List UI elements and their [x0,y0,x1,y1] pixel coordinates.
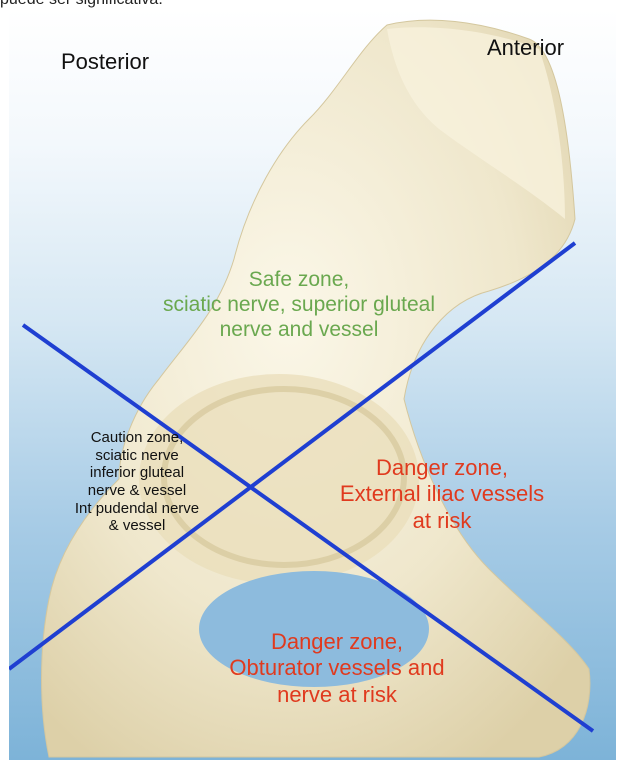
caution-zone-line-1: Caution zone, [13,429,261,447]
page-caption-fragment: puede ser significativa. [0,0,163,9]
danger-ext-line-2: External iliac vessels [301,481,583,507]
safe-zone-line-2: sciatic nerve, superior gluteal [109,292,489,317]
danger-ext-line-1: Danger zone, [301,455,583,481]
caution-zone-line-6: & vessel [13,517,261,535]
danger-ext-line-3: at risk [301,508,583,534]
danger-obt-line-2: Obturator vessels and [187,655,487,681]
danger-obt-line-3: nerve at risk [187,682,487,708]
safe-zone-line-3: nerve and vessel [109,317,489,342]
acetabulum-quadrant-diagram: Posterior Anterior Safe zone, sciatic ne… [9,9,616,760]
safe-zone-line-1: Safe zone, [109,267,489,292]
caution-zone-line-5: Int pudendal nerve [13,500,261,518]
caution-zone-line-2: sciatic nerve [13,447,261,465]
danger-zone-external-iliac-label: Danger zone, External iliac vessels at r… [301,455,583,534]
caution-zone-label: Caution zone, sciatic nerve inferior glu… [13,429,261,535]
caution-zone-line-3: inferior gluteal [13,464,261,482]
anterior-label: Anterior [487,35,564,61]
safe-zone-label: Safe zone, sciatic nerve, superior glute… [109,267,489,343]
danger-obt-line-1: Danger zone, [187,629,487,655]
caution-zone-line-4: nerve & vessel [13,482,261,500]
posterior-label: Posterior [61,49,149,75]
danger-zone-obturator-label: Danger zone, Obturator vessels and nerve… [187,629,487,708]
